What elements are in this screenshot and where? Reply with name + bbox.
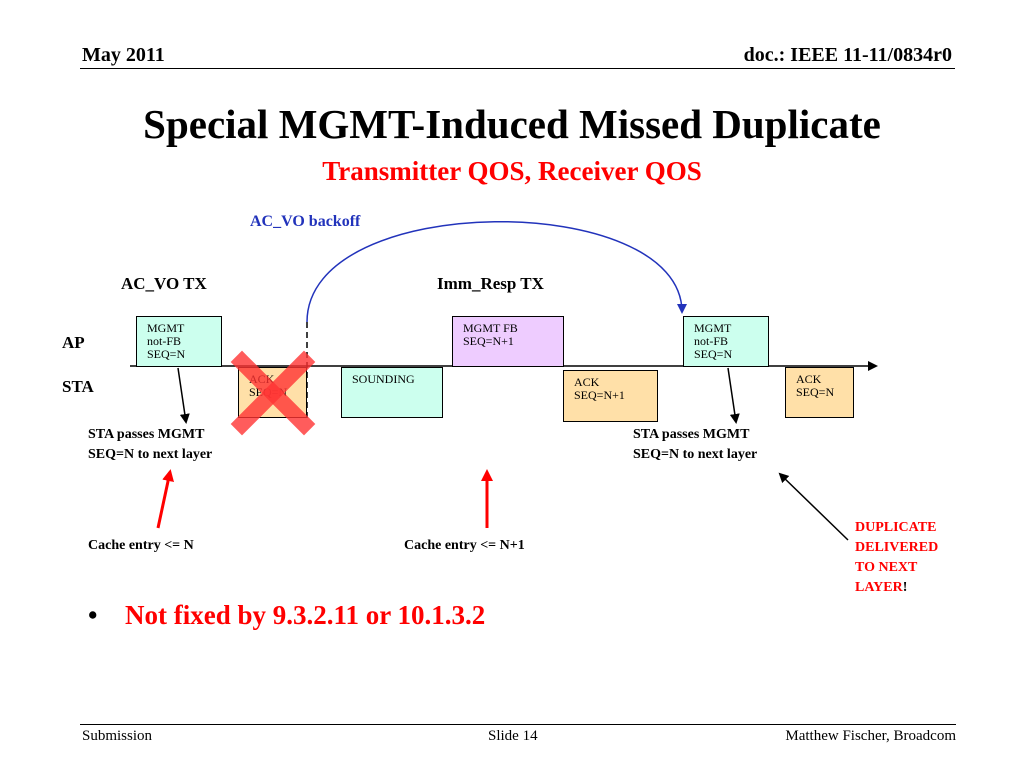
cache-entry-note-2: Cache entry <= N+1 bbox=[404, 538, 525, 553]
sta-label: STA bbox=[62, 377, 94, 396]
note-line: DUPLICATE bbox=[855, 520, 937, 535]
cache-entry-note-1: Cache entry <= N bbox=[88, 538, 194, 553]
bullet-marker: • bbox=[88, 600, 98, 630]
note-line: SEQ=N to next layer bbox=[88, 447, 213, 462]
frame-ack-seq-n-plus-1: ACK SEQ=N+1 bbox=[563, 370, 658, 422]
bullet-text: Not fixed by 9.3.2.11 or 10.1.3.2 bbox=[125, 600, 486, 630]
duplicate-delivered-note: DUPLICATE DELIVERED TO NEXT LAYER! bbox=[855, 518, 938, 598]
frame-line: SEQ=N bbox=[249, 385, 288, 399]
note-line: TO NEXT bbox=[855, 560, 918, 575]
header-date: May 2011 bbox=[82, 44, 165, 66]
note-line: STA passes MGMT bbox=[633, 427, 750, 442]
ap-label: AP bbox=[62, 333, 85, 352]
backoff-label: AC_VO backoff bbox=[250, 213, 361, 230]
frame-line: not-FB bbox=[694, 334, 729, 348]
pass-arrow-2 bbox=[727, 367, 740, 424]
header-doc-id: doc.: IEEE 11-11/0834r0 bbox=[743, 44, 952, 66]
footer-author: Matthew Fischer, Broadcom bbox=[785, 728, 956, 744]
note-text: LAYER bbox=[855, 580, 903, 595]
frame-line: MGMT FB bbox=[463, 321, 518, 335]
frame-sounding: SOUNDING bbox=[341, 367, 443, 418]
frame-line: ACK bbox=[796, 372, 822, 386]
frame-line: SEQ=N+1 bbox=[463, 334, 514, 348]
note-line: DELIVERED bbox=[855, 540, 939, 555]
frame-line: ACK bbox=[574, 375, 600, 389]
slide-title: Special MGMT-Induced Missed Duplicate bbox=[143, 101, 881, 147]
cache-arrow-1 bbox=[156, 469, 174, 529]
duplicate-pointer-arrow bbox=[778, 472, 849, 541]
frame-ack-seq-n-1: ACK SEQ=N bbox=[238, 367, 307, 418]
note-line: STA passes MGMT bbox=[88, 427, 205, 442]
frame-line: SEQ=N bbox=[694, 347, 733, 361]
frame-line: SEQ=N bbox=[796, 385, 835, 399]
bullet-item: • Not fixed by 9.3.2.11 or 10.1.3.2 bbox=[88, 600, 485, 631]
footer-submission: Submission bbox=[82, 728, 153, 744]
header-divider bbox=[80, 68, 955, 69]
frame-ack-seq-n-2: ACK SEQ=N bbox=[785, 367, 854, 418]
frame-line: MGMT bbox=[147, 321, 185, 335]
note-line: SEQ=N to next layer bbox=[633, 447, 758, 462]
sta-pass-note-2: STA passes MGMT SEQ=N to next layer bbox=[633, 425, 757, 465]
frame-line: not-FB bbox=[147, 334, 182, 348]
immresp-tx-label: Imm_Resp TX bbox=[437, 274, 544, 293]
backoff-arc-arrow bbox=[306, 221, 687, 323]
slide-subtitle: Transmitter QOS, Receiver QOS bbox=[322, 156, 702, 186]
frame-line: SOUNDING bbox=[352, 372, 415, 386]
note-line: LAYER! bbox=[855, 578, 938, 598]
frame-line: SEQ=N+1 bbox=[574, 388, 625, 402]
pass-arrow-1 bbox=[177, 367, 190, 424]
acvo-tx-label: AC_VO TX bbox=[121, 274, 207, 293]
exclamation: ! bbox=[902, 580, 908, 595]
frame-line: SEQ=N bbox=[147, 347, 186, 361]
footer-divider bbox=[80, 724, 956, 725]
footer-slide-number: Slide 14 bbox=[488, 728, 538, 744]
frame-mgmt-not-fb-2: MGMT not-FB SEQ=N bbox=[683, 316, 769, 367]
frame-mgmt-fb: MGMT FB SEQ=N+1 bbox=[452, 316, 564, 367]
sta-pass-note-1: STA passes MGMT SEQ=N to next layer bbox=[88, 425, 212, 465]
frame-line: MGMT bbox=[694, 321, 732, 335]
frame-mgmt-not-fb-1: MGMT not-FB SEQ=N bbox=[136, 316, 222, 367]
